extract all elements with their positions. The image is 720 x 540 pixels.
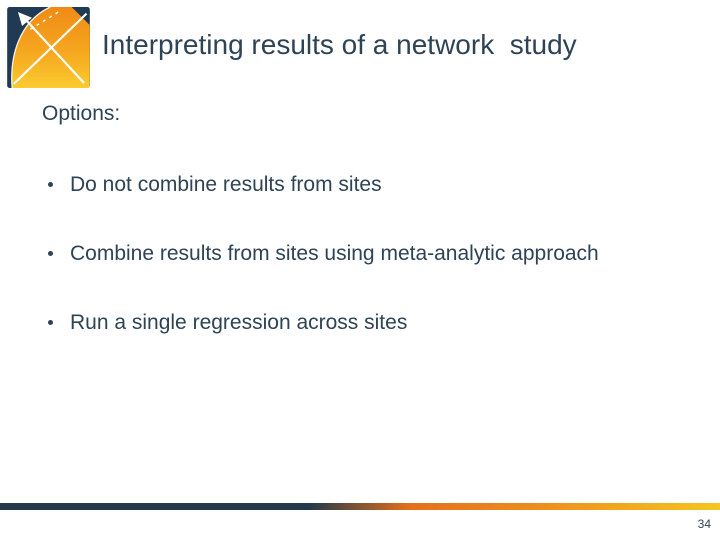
bullet-dot-icon bbox=[48, 182, 53, 187]
bullet-item: Combine results from sites using meta-an… bbox=[48, 241, 599, 266]
slide-title: Interpreting results of a network study bbox=[102, 29, 577, 60]
bullet-item: Do not combine results from sites bbox=[48, 172, 599, 197]
bullet-text: Do not combine results from sites bbox=[70, 173, 382, 196]
footer-accent-bar bbox=[0, 503, 720, 510]
options-label: Options: bbox=[42, 102, 121, 125]
bullet-text: Combine results from sites using meta-an… bbox=[70, 242, 599, 265]
ohdsi-logo-icon bbox=[7, 7, 90, 88]
page-number: 34 bbox=[697, 517, 711, 531]
bullet-item: Run a single regression across sites bbox=[48, 310, 599, 335]
bullet-dot-icon bbox=[48, 251, 53, 256]
bullet-dot-icon bbox=[48, 320, 53, 325]
bullet-list: Do not combine results from sites Combin… bbox=[48, 172, 599, 379]
bullet-text: Run a single regression across sites bbox=[70, 311, 408, 334]
